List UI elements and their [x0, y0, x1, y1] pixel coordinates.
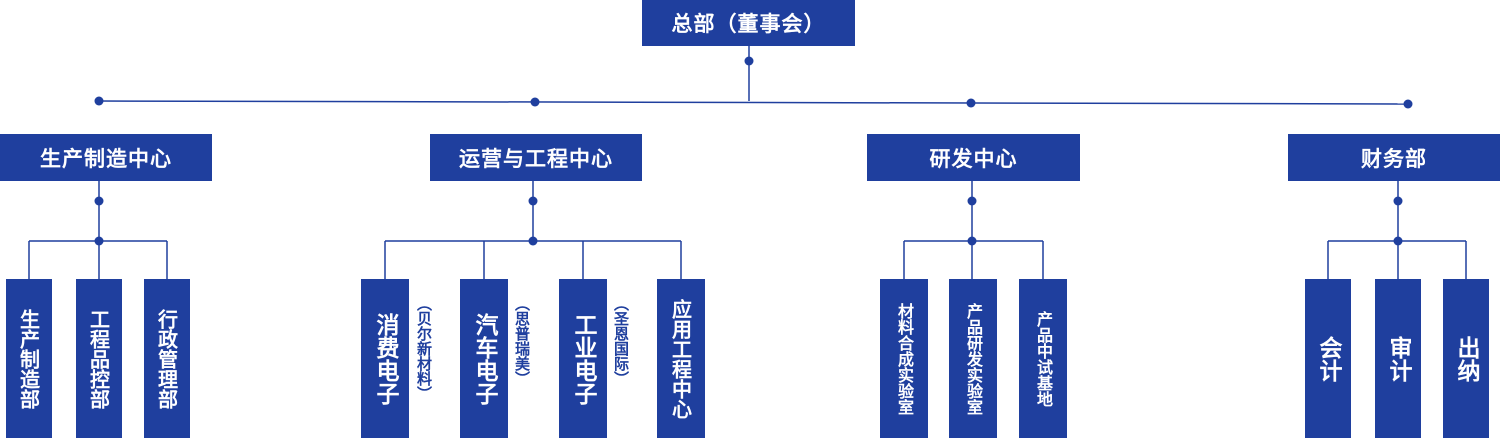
dept-label: 工程品控部	[86, 308, 111, 409]
connector-dot	[967, 236, 977, 246]
dept-consumer-electronics: 消费电子	[361, 279, 409, 438]
dept-accounting: 会计	[1305, 279, 1351, 438]
connector-dot	[94, 196, 104, 206]
connector-dot	[967, 196, 977, 206]
dept-label: 材料合成实验室	[895, 302, 914, 415]
center-rnd: 研发中心	[867, 134, 1080, 181]
dept-label: 生产制造部	[16, 308, 41, 409]
dept-material-synthesis-lab: 材料合成实验室	[880, 279, 928, 438]
dept-industrial-electronics: 工业电子	[559, 279, 607, 438]
connector-dot	[94, 96, 104, 106]
root-node: 总部（董事会）	[642, 0, 855, 46]
connector-dot	[1403, 99, 1413, 109]
dept-note: （贝尔新材料）	[415, 296, 433, 401]
dept-automotive-electronics: 汽车电子	[460, 279, 508, 438]
connector-dot	[530, 97, 540, 107]
dept-pilot-base: 产品中试基地	[1019, 279, 1067, 438]
center-finance: 财务部	[1288, 134, 1500, 181]
connector-dot	[744, 56, 754, 66]
dept-production-manufacturing: 生产制造部	[6, 279, 52, 438]
dept-label: 会计	[1315, 335, 1341, 382]
dept-label: 消费电子	[372, 312, 398, 405]
dept-product-rnd-lab: 产品研发实验室	[949, 279, 997, 438]
connector-dot	[1393, 236, 1403, 246]
connector-dot	[1393, 196, 1403, 206]
dept-engineering-qc: 工程品控部	[76, 279, 122, 438]
connector-dot	[528, 196, 538, 206]
dept-label: 汽车电子	[471, 312, 497, 405]
connector-dot	[966, 98, 976, 108]
dept-application-engineering: 应用工程中心	[657, 279, 705, 438]
dept-note: （圣恩国际）	[612, 296, 630, 386]
center-operations: 运营与工程中心	[430, 134, 642, 181]
dept-label: 行政管理部	[154, 308, 179, 409]
dept-label: 审计	[1385, 335, 1411, 382]
connector-dot	[94, 236, 104, 246]
center-production: 生产制造中心	[0, 134, 212, 181]
dept-label: 应用工程中心	[668, 298, 693, 419]
dept-label: 出纳	[1453, 335, 1479, 382]
dept-cashier: 出纳	[1443, 279, 1489, 438]
dept-administration: 行政管理部	[144, 279, 190, 438]
dept-note: （思普瑞美）	[513, 296, 531, 386]
connector-dot	[528, 236, 538, 246]
dept-label: 产品中试基地	[1034, 310, 1053, 407]
dept-label: 工业电子	[570, 312, 596, 405]
dept-audit: 审计	[1375, 279, 1421, 438]
dept-label: 产品研发实验室	[964, 302, 983, 415]
